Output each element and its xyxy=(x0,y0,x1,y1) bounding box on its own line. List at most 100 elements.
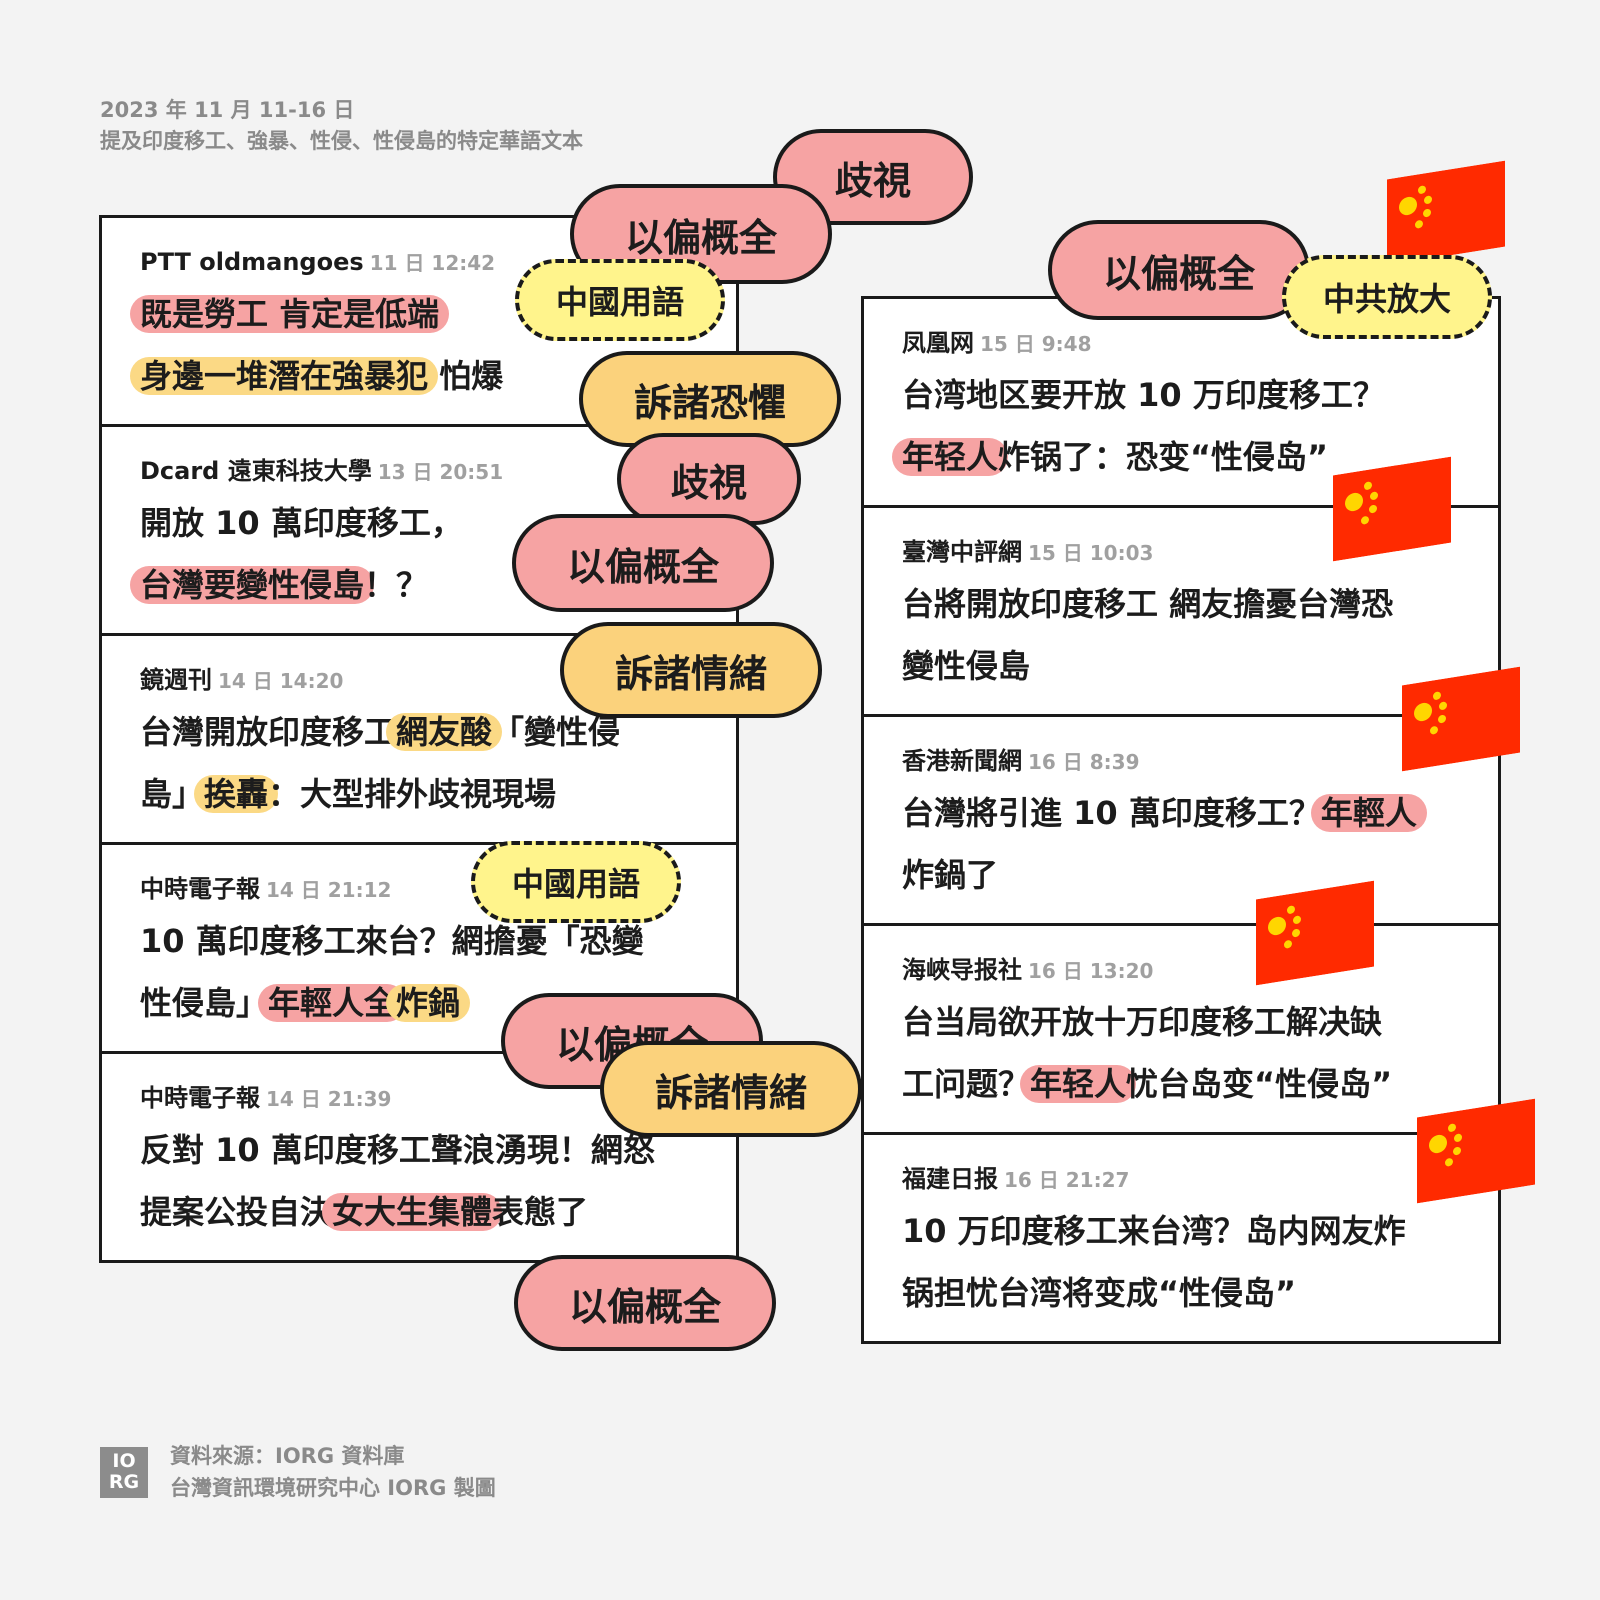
post-title-line-2: 年轻人炸锅了：恐变“性侵岛” xyxy=(892,431,1480,484)
highlight: 台灣要變性侵島 xyxy=(130,566,375,604)
title-text: 台灣開放印度移工 xyxy=(140,713,397,751)
title-text: 島」 xyxy=(140,775,205,813)
title-text: 炸锅了：恐变“性侵岛” xyxy=(998,438,1329,476)
post-title-line-1: 反對 10 萬印度移工聲浪湧現！網怒 xyxy=(140,1124,718,1177)
tag-overgeneralization: 以偏概全 xyxy=(512,514,774,612)
title-text: 工问题？ xyxy=(902,1065,1031,1103)
title-text: 性侵島」 xyxy=(140,984,269,1022)
title-text: 10 万印度移工来台湾？岛内网友炸 xyxy=(902,1212,1406,1250)
title-text: 開放 10 萬印度移工， xyxy=(140,504,463,542)
post-title-line-2: 台灣要變性侵島！？ xyxy=(130,559,718,612)
china-flag-icon xyxy=(1417,1098,1535,1204)
highlight: 挨轟 xyxy=(194,775,279,813)
post-time: 14 日 21:12 xyxy=(266,878,392,902)
header: 2023 年 11 月 11-16 日 提及印度移工、強暴、性侵、性侵島的特定華… xyxy=(100,95,583,157)
header-subtitle: 提及印度移工、強暴、性侵、性侵島的特定華語文本 xyxy=(100,129,583,153)
post-title-line-2: 提案公投自決女大生集體表態了 xyxy=(140,1186,718,1239)
logo-top: IO xyxy=(112,1450,136,1472)
highlight: 年轻人 xyxy=(1020,1065,1137,1103)
highlight: 網友酸 xyxy=(386,713,503,751)
title-text: 锅担忧台湾将变成“性侵岛” xyxy=(902,1274,1297,1312)
highlight: 身邊一堆潛在強暴犯 xyxy=(130,357,439,395)
china-flag-icon xyxy=(1256,880,1374,986)
post-title-line-1: 台当局欲开放十万印度移工解决缺 xyxy=(902,996,1480,1049)
tag-ccp-amplified: 中共放大 xyxy=(1282,255,1492,339)
title-text: 10 萬印度移工來台？網擔憂「恐變 xyxy=(140,922,644,960)
post-source: 海峽导报社 xyxy=(902,956,1022,984)
china-flag-icon xyxy=(1387,160,1505,266)
post-source: Dcard 遠東科技大學 xyxy=(140,457,372,485)
tag-emotion-appeal: 訴諸情緒 xyxy=(560,622,822,718)
post-source: PTT oldmangoes xyxy=(140,248,364,276)
tag-discrimination: 歧視 xyxy=(617,433,801,525)
title-text: 變性侵島 xyxy=(902,647,1031,685)
tag-overgeneralization: 以偏概全 xyxy=(514,1255,776,1351)
title-text: 台湾地区要开放 10 万印度移工？ xyxy=(902,376,1385,414)
post-title-line-1: 10 万印度移工来台湾？岛内网友炸 xyxy=(902,1205,1480,1258)
post-source: 福建日报 xyxy=(902,1165,998,1193)
post-source: 中時電子報 xyxy=(140,1084,260,1112)
post-time: 13 日 20:51 xyxy=(377,460,504,484)
title-text: 忧台岛变“性侵岛” xyxy=(1126,1065,1393,1103)
post-time: 14 日 21:39 xyxy=(266,1087,392,1111)
post-title-line-1: 既是勞工 肯定是低端 xyxy=(130,288,718,341)
highlight: 炸鍋 xyxy=(386,984,471,1022)
footer-text: 資料來源：IORG 資料庫 台灣資訊環境研究中心 IORG 製圖 xyxy=(170,1440,496,1504)
post-source: 鏡週刊 xyxy=(140,666,212,694)
post-time: 15 日 10:03 xyxy=(1028,541,1154,565)
post-time: 15 日 9:48 xyxy=(980,332,1092,356)
tag-china-term: 中國用語 xyxy=(515,259,725,341)
title-text: ！？ xyxy=(364,566,429,604)
post-time: 14 日 14:20 xyxy=(218,669,344,693)
highlight: 年轻人 xyxy=(892,438,1009,476)
title-text: 提案公投自決 xyxy=(140,1193,333,1231)
post-source: 香港新聞網 xyxy=(902,747,1022,775)
tag-china-term: 中國用語 xyxy=(471,841,681,923)
post-source: 凤凰网 xyxy=(902,329,974,357)
iorg-logo: IO RG xyxy=(100,1447,148,1498)
post-title-line-1: 台灣開放印度移工網友酸「變性侵 xyxy=(140,706,718,759)
tag-emotion-appeal: 訴諸情緒 xyxy=(600,1041,862,1137)
post-title-line-1: 台灣將引進 10 萬印度移工？年輕人 xyxy=(902,787,1480,840)
post-time: 16 日 13:20 xyxy=(1028,959,1154,983)
highlight: 年輕人 xyxy=(1310,794,1427,832)
post-source: 中時電子報 xyxy=(140,875,260,903)
post-title-line-2: 炸鍋了 xyxy=(902,849,1480,902)
footer-source: 資料來源：IORG 資料庫 xyxy=(170,1444,405,1468)
post-title-line-1: 台湾地区要开放 10 万印度移工？ xyxy=(902,369,1480,422)
title-text: 炸鍋了 xyxy=(902,856,999,894)
post-title-line-2: 锅担忧台湾将变成“性侵岛” xyxy=(902,1267,1480,1320)
post-title-line-2: 性侵島」年輕人全炸鍋 xyxy=(140,977,718,1030)
china-flag-icon xyxy=(1402,666,1520,772)
tag-overgeneralization: 以偏概全 xyxy=(1048,220,1310,320)
post-title-line-2: 工问题？年轻人忧台岛变“性侵岛” xyxy=(902,1058,1480,1111)
title-text: 台当局欲开放十万印度移工解决缺 xyxy=(902,1003,1383,1041)
post-time: 16 日 21:27 xyxy=(1004,1168,1130,1192)
title-text: 台灣將引進 10 萬印度移工？ xyxy=(902,794,1321,832)
highlight: 既是勞工 肯定是低端 xyxy=(130,295,450,333)
title-text: 表態了 xyxy=(492,1193,589,1231)
post-title-line-1: 台將開放印度移工 網友擔憂台灣恐 xyxy=(902,578,1480,631)
footer-credit: 台灣資訊環境研究中心 IORG 製圖 xyxy=(170,1476,496,1500)
post-title-line-1: 10 萬印度移工來台？網擔憂「恐變 xyxy=(140,915,718,968)
post-time: 16 日 8:39 xyxy=(1028,750,1140,774)
title-text: 怕爆 xyxy=(428,357,504,395)
post-title-line-2: 身邊一堆潛在強暴犯 怕爆 xyxy=(130,350,718,403)
highlight: 年輕人全 xyxy=(258,984,407,1022)
post-source: 臺灣中評網 xyxy=(902,538,1022,566)
post-title-line-2: 變性侵島 xyxy=(902,640,1480,693)
china-flag-icon xyxy=(1333,456,1451,562)
